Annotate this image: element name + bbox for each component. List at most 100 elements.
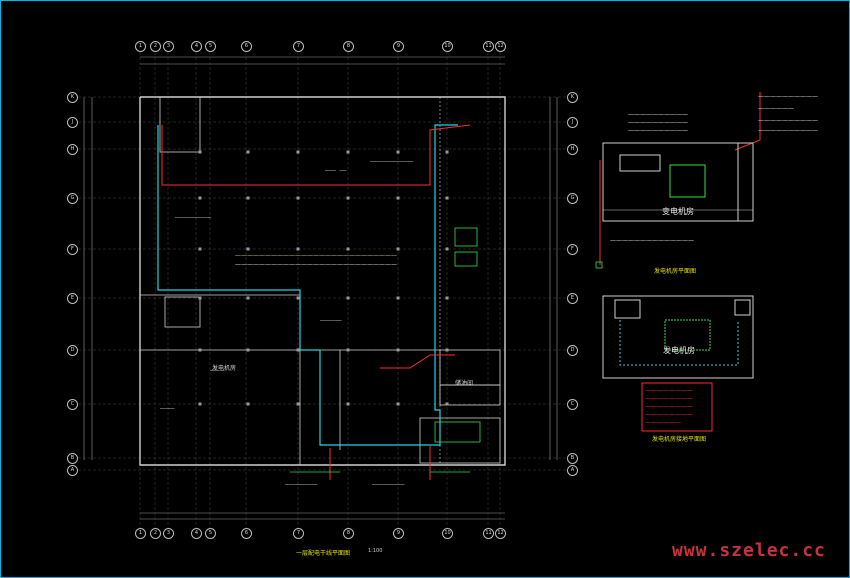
column-marker xyxy=(198,150,202,154)
column-marker xyxy=(296,402,300,406)
row-axis-bubble-right: H xyxy=(567,144,578,155)
column-markers xyxy=(198,150,449,406)
column-axis-bubble-bottom: 11 xyxy=(483,528,494,539)
row-axis-bubble-left: F xyxy=(67,244,78,255)
column-marker xyxy=(445,247,449,251)
column-marker xyxy=(296,196,300,200)
column-marker xyxy=(396,348,400,352)
column-marker xyxy=(445,348,449,352)
column-marker xyxy=(296,150,300,154)
column-axis-bubble-bottom: 1 xyxy=(135,528,146,539)
dimension-lines xyxy=(83,56,558,520)
svg-text:——————————: —————————— xyxy=(758,127,818,134)
column-marker xyxy=(346,348,350,352)
column-marker xyxy=(396,296,400,300)
svg-text:————: ———— xyxy=(160,405,175,412)
drawing-scale: 1:100 xyxy=(368,548,383,554)
column-marker xyxy=(346,402,350,406)
column-axis-bubble-top: 5 xyxy=(205,41,216,52)
svg-text:—————————: ————————— xyxy=(285,481,318,488)
site-watermark: www.szelec.cc xyxy=(672,540,826,561)
column-marker xyxy=(346,196,350,200)
power-feeders xyxy=(161,92,761,480)
row-axis-bubble-left: A xyxy=(67,465,78,476)
svg-text:————————————: ———————————— xyxy=(370,158,414,165)
column-marker xyxy=(296,247,300,251)
svg-text:——————————: —————————— xyxy=(758,93,818,100)
row-axis-bubble-right: A xyxy=(567,465,578,476)
detail-plan-bottom xyxy=(602,295,754,379)
column-axis-bubble-top: 1 xyxy=(135,41,146,52)
svg-text:————: ———— xyxy=(210,367,225,374)
building-walls xyxy=(139,96,506,466)
column-axis-bubble-top: 3 xyxy=(163,41,174,52)
column-marker xyxy=(198,348,202,352)
column-marker xyxy=(198,247,202,251)
column-marker xyxy=(198,296,202,300)
column-axis-bubble-bottom: 2 xyxy=(150,528,161,539)
svg-text:——————————: —————————— xyxy=(628,127,688,134)
row-axis-bubble-left: H xyxy=(67,144,78,155)
column-marker xyxy=(445,296,449,300)
svg-text:———————————————————————————: ——————————————————————————— xyxy=(235,252,397,259)
row-axis-bubble-right: D xyxy=(567,345,578,356)
column-marker xyxy=(246,196,250,200)
column-marker xyxy=(396,196,400,200)
column-marker xyxy=(246,402,250,406)
column-axis-bubble-top: 7 xyxy=(293,41,304,52)
column-marker xyxy=(445,402,449,406)
column-marker xyxy=(445,150,449,154)
svg-text:————————: ———————— xyxy=(645,411,693,418)
column-marker xyxy=(396,402,400,406)
column-marker xyxy=(198,196,202,200)
column-marker xyxy=(296,296,300,300)
column-marker xyxy=(346,247,350,251)
row-axis-bubble-left: B xyxy=(67,453,78,464)
column-axis-bubble-top: 9 xyxy=(393,41,404,52)
svg-text:——————: —————— xyxy=(758,105,794,112)
red-note-box: ———————— ———————— ———————— ———————— ————… xyxy=(641,382,713,432)
column-marker xyxy=(246,247,250,251)
equipment-marks xyxy=(290,227,603,473)
row-axis-bubble-right: E xyxy=(567,293,578,304)
gen-room-label: 发电机房 xyxy=(212,365,237,372)
column-axis-bubble-bottom: 4 xyxy=(191,528,202,539)
detail-plan-top xyxy=(602,142,754,222)
detail-top-room-label: 变电机房 xyxy=(662,207,694,216)
svg-text:————————: ———————— xyxy=(645,403,693,410)
svg-text:——————: —————— xyxy=(645,419,681,426)
row-axis-bubble-right: J xyxy=(567,117,578,128)
svg-text:—————————: ————————— xyxy=(372,481,405,488)
row-axis-bubble-left: D xyxy=(67,345,78,356)
column-marker xyxy=(396,247,400,251)
column-marker xyxy=(246,150,250,154)
svg-text:——————————: —————————— xyxy=(175,214,212,221)
drawing-title: 一层配电干线平面图 xyxy=(296,550,351,557)
column-marker xyxy=(346,150,350,154)
column-marker xyxy=(346,296,350,300)
column-axis-bubble-top: 4 xyxy=(191,41,202,52)
column-axis-bubble-top: 2 xyxy=(150,41,161,52)
column-marker xyxy=(198,402,202,406)
column-axis-bubble-top: 6 xyxy=(241,41,252,52)
detail-annotations: —————————— —————————— —————————— ———————… xyxy=(610,93,818,244)
row-axis-bubble-left: E xyxy=(67,293,78,304)
svg-text:————————: ———————— xyxy=(645,395,693,402)
row-axis-bubble-left: G xyxy=(67,193,78,204)
column-marker xyxy=(396,150,400,154)
oil-room-label: 储油间 xyxy=(455,380,474,387)
column-axis-bubble-bottom: 8 xyxy=(343,528,354,539)
row-axis-bubble-right: K xyxy=(567,92,578,103)
detail-bottom-room-label: 发电机房 xyxy=(663,346,695,355)
column-axis-bubble-bottom: 12 xyxy=(495,528,506,539)
svg-text:——— ——: ——— —— xyxy=(325,167,347,174)
column-marker xyxy=(246,296,250,300)
column-axis-bubble-bottom: 7 xyxy=(293,528,304,539)
svg-text:——————————: —————————— xyxy=(758,117,818,124)
svg-text:————————: ———————— xyxy=(645,387,693,394)
row-axis-bubble-left: J xyxy=(67,117,78,128)
column-axis-bubble-bottom: 5 xyxy=(205,528,216,539)
row-axis-bubble-right: F xyxy=(567,244,578,255)
